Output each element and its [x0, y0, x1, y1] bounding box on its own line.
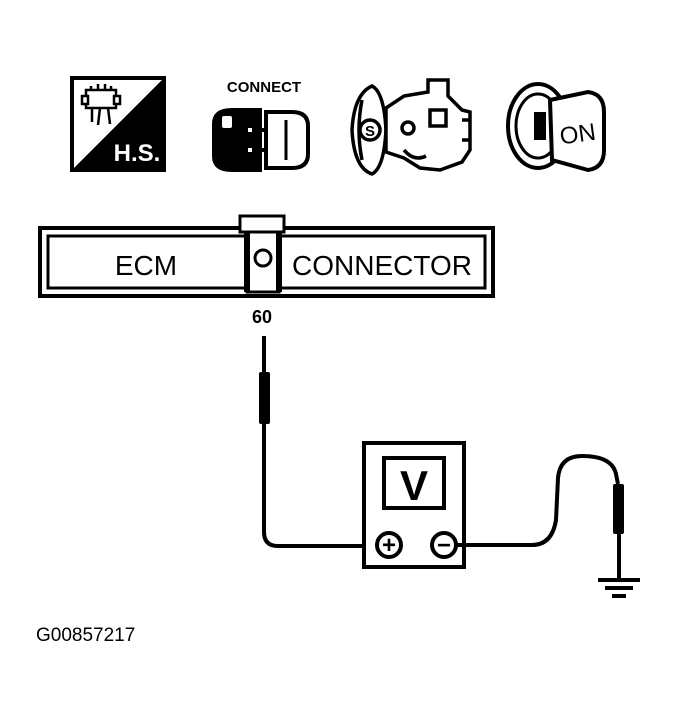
connect-icon: CONNECT — [212, 79, 310, 172]
ground-icon — [598, 578, 640, 598]
positive-terminal: + — [375, 531, 403, 559]
hs-label: H.S. — [114, 140, 161, 167]
negative-terminal: − — [430, 531, 458, 559]
key-label: ON — [558, 119, 597, 151]
connect-label: CONNECT — [227, 79, 301, 96]
pin-number: 60 — [252, 307, 272, 327]
ignition-key-icon: ON — [506, 82, 606, 173]
svg-text:S: S — [365, 123, 375, 140]
hs-icon: H.S. — [70, 76, 166, 172]
positive-probe — [259, 336, 378, 548]
minus-symbol: − — [437, 532, 451, 559]
engine-icon: S — [350, 78, 472, 176]
meter-display: V — [400, 462, 428, 509]
negative-probe — [456, 453, 624, 578]
ecm-label: ECM — [115, 250, 177, 281]
connector-label: CONNECTOR — [292, 250, 472, 281]
plus-symbol: + — [382, 532, 396, 559]
pin-60 — [253, 248, 273, 268]
ecm-connector: ECM CONNECTOR — [38, 214, 495, 298]
figure-id: G00857217 — [36, 625, 135, 646]
voltmeter: V + − — [362, 441, 466, 569]
